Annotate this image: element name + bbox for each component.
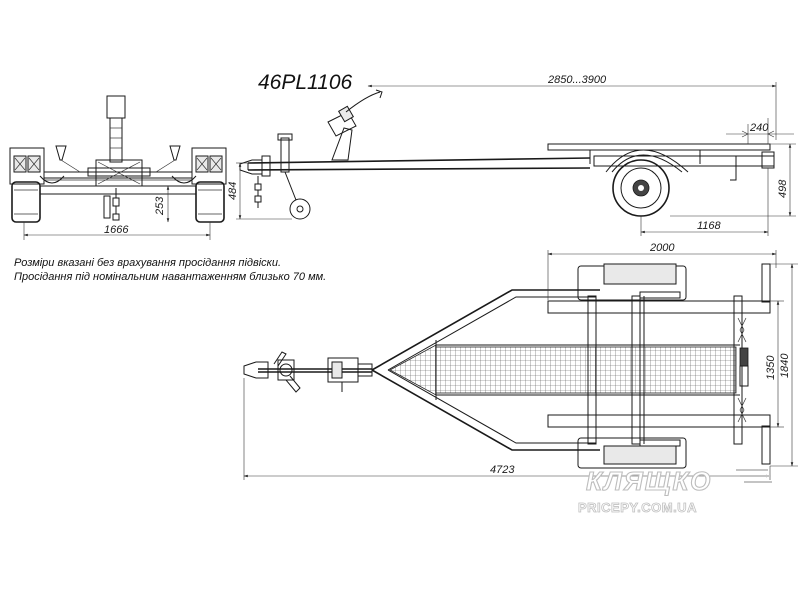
front-view-left-fender (9, 147, 45, 185)
side-view-winch-strap (345, 91, 381, 113)
front-view: 253 1666 (9, 95, 227, 240)
top-view-wheel-top (603, 263, 677, 285)
top-view-fender-bottom (577, 437, 687, 469)
front-view-winch (106, 95, 126, 119)
top-view-wheel-bottom (603, 445, 677, 465)
top-view-crossmember-3 (733, 295, 743, 445)
front-view-left-wheel (11, 181, 41, 223)
dim-length-range: 2850...3900 (547, 74, 607, 86)
front-view-jockey-wheel (103, 195, 111, 219)
front-view-axle (39, 185, 197, 195)
top-view-mesh-floor (435, 346, 737, 394)
watermark-speed-lines-icon (736, 469, 772, 483)
front-view-safety-chain (112, 188, 120, 221)
note-line-1: Розміри вказані без врахування просіданн… (14, 257, 282, 269)
side-view-winch-stand (331, 127, 353, 161)
top-view-coupler (243, 361, 269, 379)
front-view-crossbeam (43, 171, 193, 179)
dim-track-width: 1666 (104, 224, 129, 236)
note-line-2: Просідання під номінальним навантаженням… (14, 271, 327, 283)
dim-axle-to-rear: 1168 (697, 220, 722, 232)
watermark-brand: КЛЯЩКО (586, 466, 712, 496)
top-view-crossmember-2 (631, 295, 641, 445)
dim-frame-width: 2000 (649, 242, 675, 254)
dim-axle-height: 253 (154, 196, 166, 216)
dim-total-length: 4723 (490, 464, 515, 476)
top-view-rear-lamp (739, 347, 749, 367)
dim-height: 484 (227, 182, 239, 200)
front-view-winch-post (109, 117, 123, 163)
watermark: КЛЯЩКО PRICEPY.COM.UA (578, 465, 772, 515)
top-view-mesh-front (389, 344, 437, 396)
top-view-bunk-bottom (547, 414, 771, 428)
side-view-rear-bracket (730, 155, 737, 181)
dim-inner-width: 1350 (765, 355, 777, 380)
top-view-frame-left (371, 289, 600, 371)
watermark-site: PRICEPY.COM.UA (578, 500, 697, 515)
top-view-frame-right (371, 369, 600, 451)
side-view: 2850...3900 240 498 484 1168 (227, 74, 796, 236)
side-view-platform (547, 143, 771, 151)
side-view-jockey-wheel (289, 198, 311, 220)
side-view-safety-chain (254, 176, 262, 208)
top-view-crossmember-1 (587, 295, 597, 445)
side-view-fender (605, 149, 689, 173)
drawing-title: 46PL1106 (258, 71, 353, 94)
top-view-bunk-top (547, 300, 771, 314)
front-view-coupler-block (95, 159, 143, 187)
front-view-right-wheel (195, 181, 225, 223)
dim-outer-width: 1840 (779, 353, 791, 378)
dim-rear-overhang: 240 (749, 122, 769, 134)
dim-platform-height: 498 (777, 179, 789, 198)
top-view: 2000 1350 1840 4723 (243, 242, 798, 480)
front-view-right-fender (191, 147, 227, 185)
side-view-jockey-post (280, 137, 290, 173)
side-view-drawbar (247, 157, 591, 164)
top-view-jockey-wheel (279, 363, 293, 377)
